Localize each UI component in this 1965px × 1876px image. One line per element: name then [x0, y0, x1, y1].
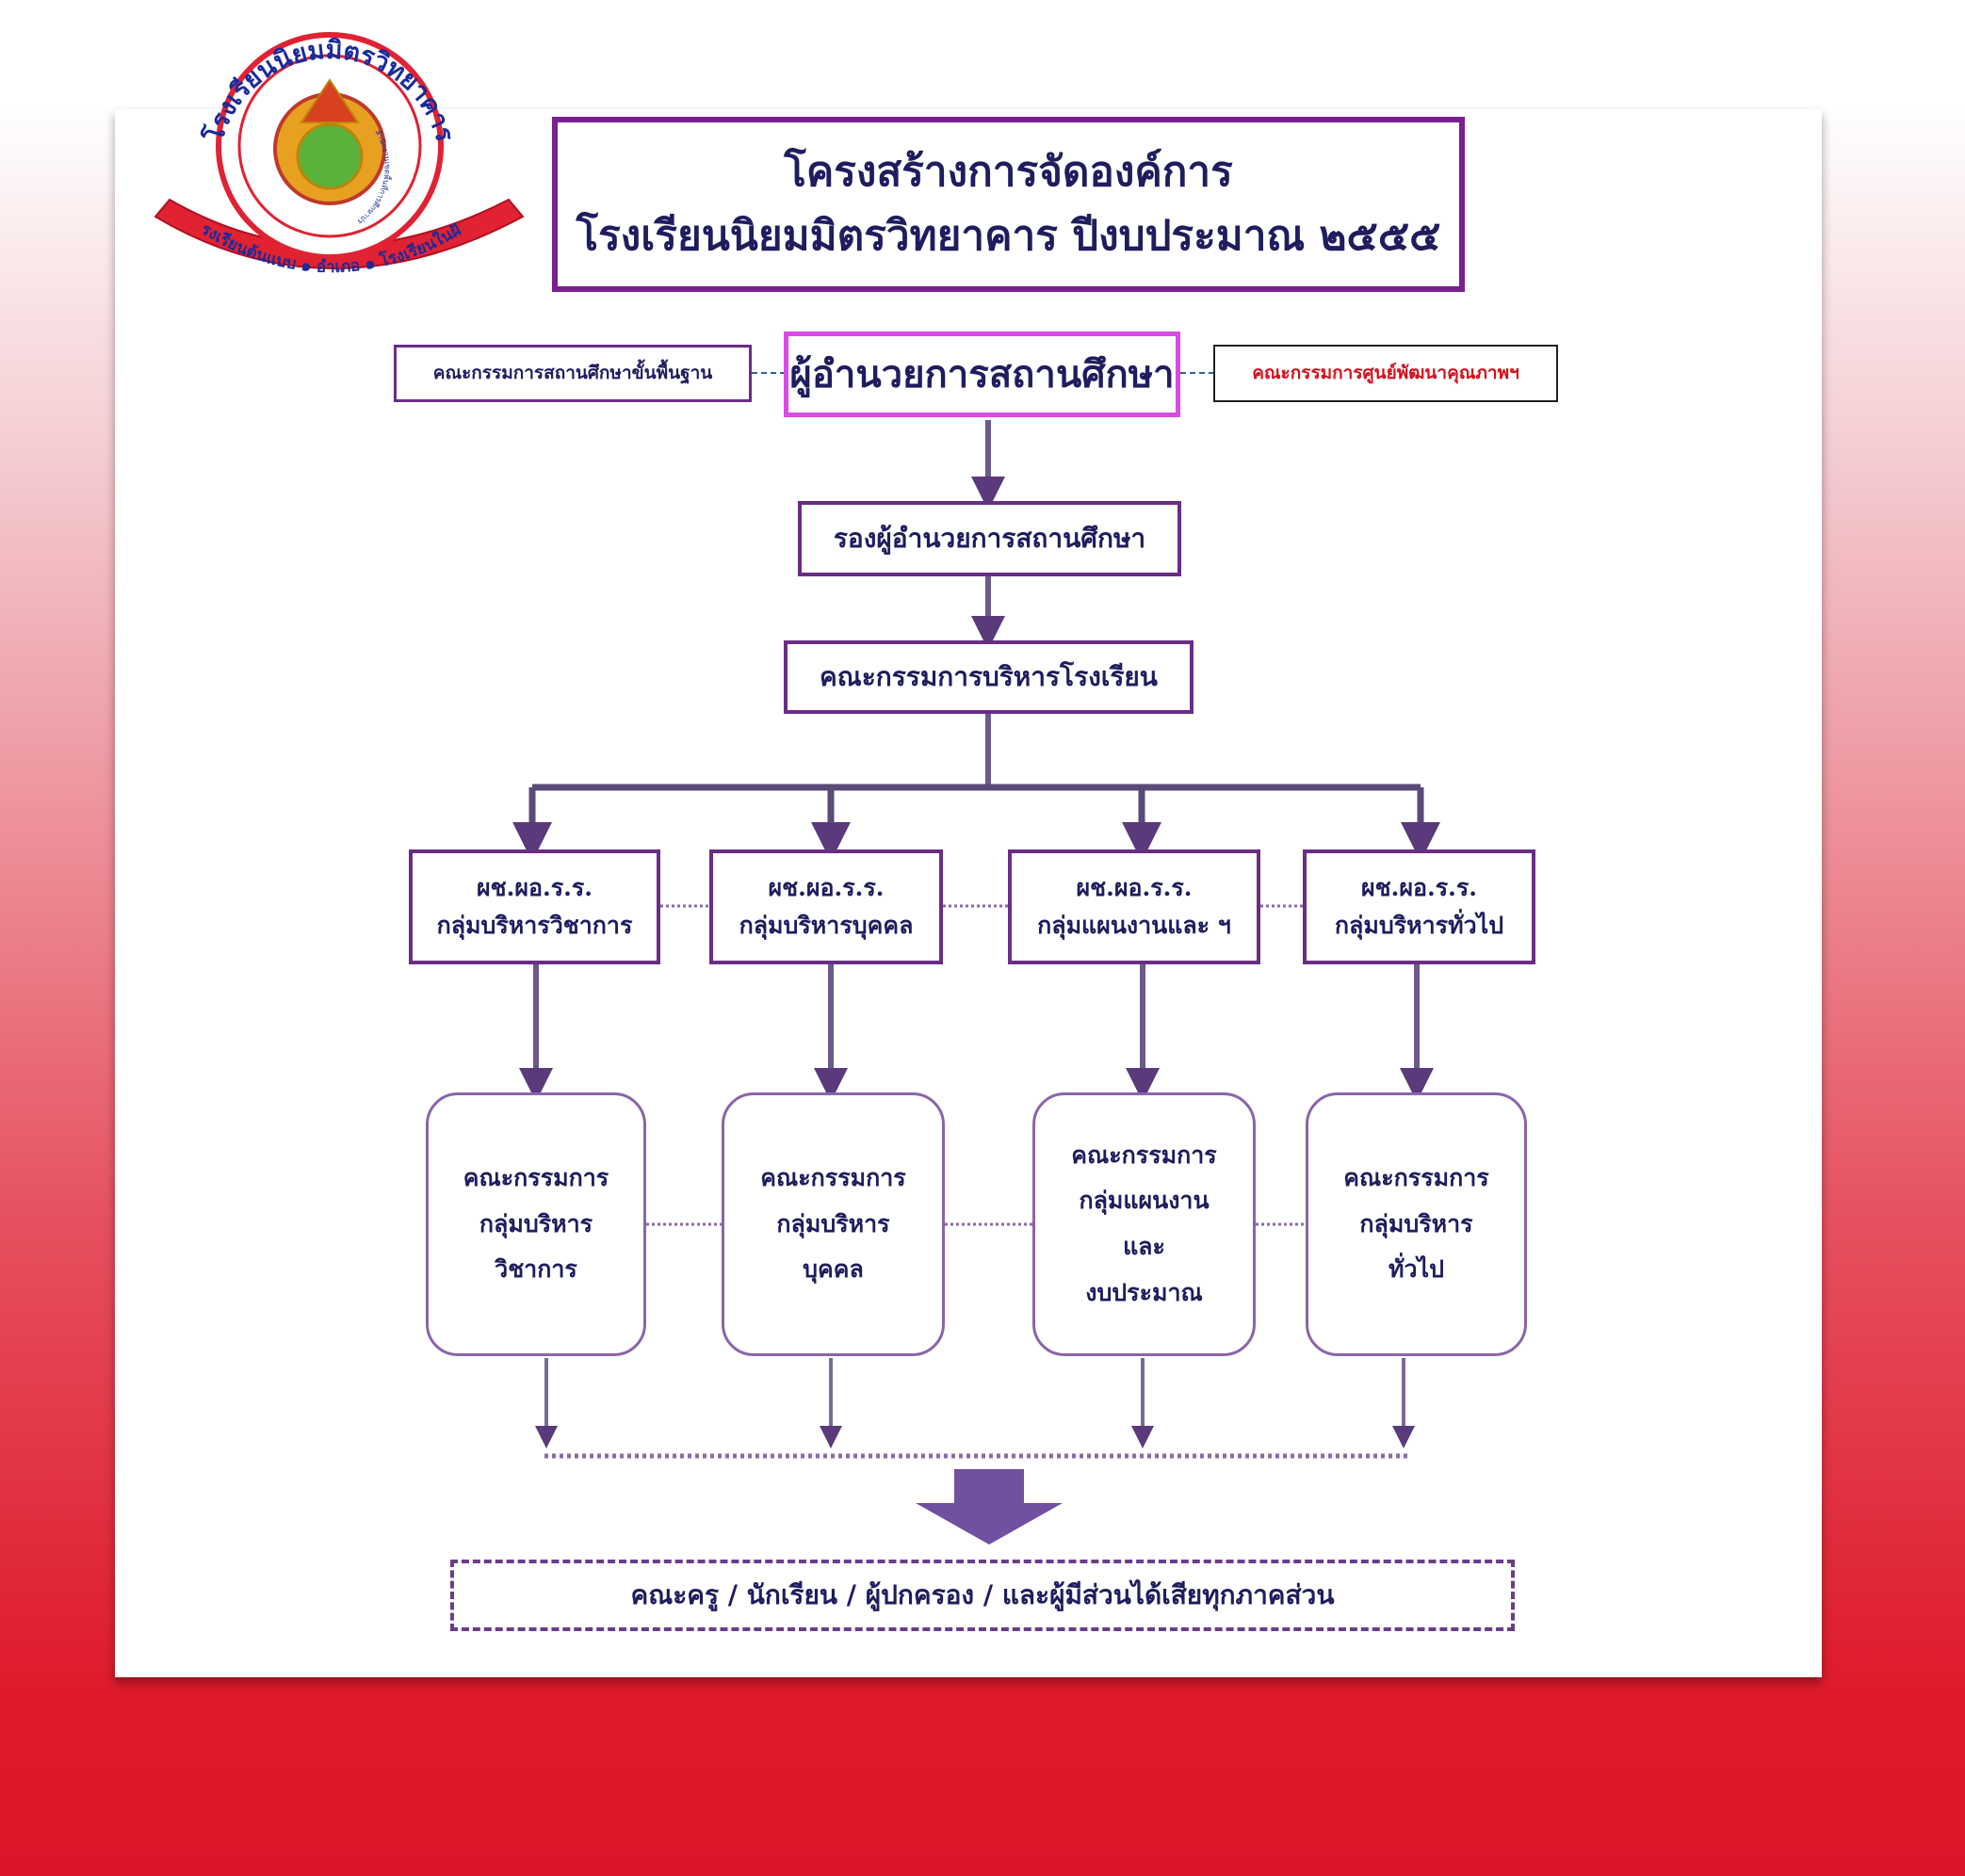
- committee-line: กลุ่มบริหาร: [1359, 1209, 1473, 1237]
- committee-general-box: คณะกรรมการ กลุ่มบริหาร ทั่วไป: [1306, 1092, 1527, 1356]
- deputy-director-box: รองผู้อำนวยการสถานศึกษา: [798, 501, 1181, 576]
- committee-line: วิชาการ: [495, 1255, 577, 1284]
- basic-education-committee-label: คณะกรรมการสถานศึกษาขั้นพื้นฐาน: [432, 363, 713, 384]
- committee-line: คณะกรรมการ: [463, 1163, 609, 1191]
- committee-line: กลุ่มแผนงาน: [1079, 1187, 1210, 1215]
- assistant-title: ผช.ผอ.ร.ร.: [477, 874, 593, 901]
- committee-line: กลุ่มบริหาร: [479, 1209, 593, 1237]
- director-label: ผู้อำนวยการสถานศึกษา: [789, 351, 1175, 396]
- committee-personnel-box: คณะกรรมการ กลุ่มบริหาร บุคคล: [722, 1092, 945, 1356]
- assistant-general-box: ผช.ผอ.ร.ร. กลุ่มบริหารทั่วไป: [1303, 849, 1535, 964]
- school-board-label: คณะกรรมการบริหารโรงเรียน: [820, 660, 1158, 692]
- quality-center-committee-label: คณะกรรมการศูนย์พัฒนาคุณภาพฯ: [1252, 363, 1519, 384]
- stakeholders-box: คณะครู / นักเรียน / ผู้ปกครอง / และผู้มี…: [450, 1560, 1515, 1631]
- committee-line: คณะกรรมการ: [1343, 1163, 1489, 1191]
- committee-line: ทั่วไป: [1388, 1255, 1444, 1284]
- committee-line: และ: [1123, 1233, 1165, 1260]
- assistant-group: กลุ่มบริหารบุคคล: [739, 912, 914, 939]
- basic-education-committee-box: คณะกรรมการสถานศึกษาขั้นพื้นฐาน: [394, 345, 752, 402]
- committee-line: บุคคล: [803, 1255, 864, 1284]
- assistant-title: ผช.ผอ.ร.ร.: [1361, 874, 1477, 901]
- committee-academic-box: คณะกรรมการ กลุ่มบริหาร วิชาการ: [426, 1092, 646, 1356]
- chart-title-line1: โครงสร้างการจัดองค์การ: [784, 147, 1233, 196]
- big-down-arrow: [916, 1469, 1063, 1544]
- school-logo: โรงเรียนนิยมมิตรวิทยาคาร สำนักงานเขตพื้น…: [145, 13, 528, 305]
- committee-line: คณะกรรมการ: [1071, 1140, 1217, 1169]
- assistant-academic-box: ผช.ผอ.ร.ร. กลุ่มบริหารวิชาการ: [409, 849, 660, 964]
- committee-line: คณะกรรมการ: [760, 1163, 906, 1191]
- assistant-title: ผช.ผอ.ร.ร.: [1076, 874, 1193, 901]
- assistant-group: กลุ่มบริหารทั่วไป: [1334, 912, 1504, 939]
- chart-title-line2: โรงเรียนนิยมมิตรวิทยาคาร ปีงบประมาณ ๒๕๕๕: [576, 212, 1441, 260]
- committee-line: กลุ่มบริหาร: [776, 1209, 890, 1237]
- stakeholders-label: คณะครู / นักเรียน / ผู้ปกครอง / และผู้มี…: [630, 1578, 1335, 1610]
- quality-center-committee-box: คณะกรรมการศูนย์พัฒนาคุณภาพฯ: [1213, 345, 1558, 402]
- school-board-box: คณะกรรมการบริหารโรงเรียน: [784, 640, 1194, 714]
- deputy-director-label: รองผู้อำนวยการสถานศึกษา: [833, 522, 1146, 554]
- assistant-group: กลุ่มแผนงานและ ฯ: [1037, 912, 1231, 939]
- assistant-planning-box: ผช.ผอ.ร.ร. กลุ่มแผนงานและ ฯ: [1008, 849, 1260, 964]
- assistant-personnel-box: ผช.ผอ.ร.ร. กลุ่มบริหารบุคคล: [709, 849, 943, 964]
- chart-title-box: โครงสร้างการจัดองค์การ โรงเรียนนิยมมิตรว…: [552, 117, 1465, 292]
- assistant-group: กลุ่มบริหารวิชาการ: [436, 912, 633, 939]
- assistant-title: ผช.ผอ.ร.ร.: [768, 874, 885, 901]
- committee-line: งบประมาณ: [1085, 1278, 1203, 1306]
- school-emblem-icon: โรงเรียนนิยมมิตรวิทยาคาร สำนักงานเขตพื้น…: [145, 13, 525, 277]
- committee-planning-box: คณะกรรมการ กลุ่มแผนงาน และ งบประมาณ: [1032, 1092, 1256, 1356]
- director-box: ผู้อำนวยการสถานศึกษา: [784, 332, 1180, 417]
